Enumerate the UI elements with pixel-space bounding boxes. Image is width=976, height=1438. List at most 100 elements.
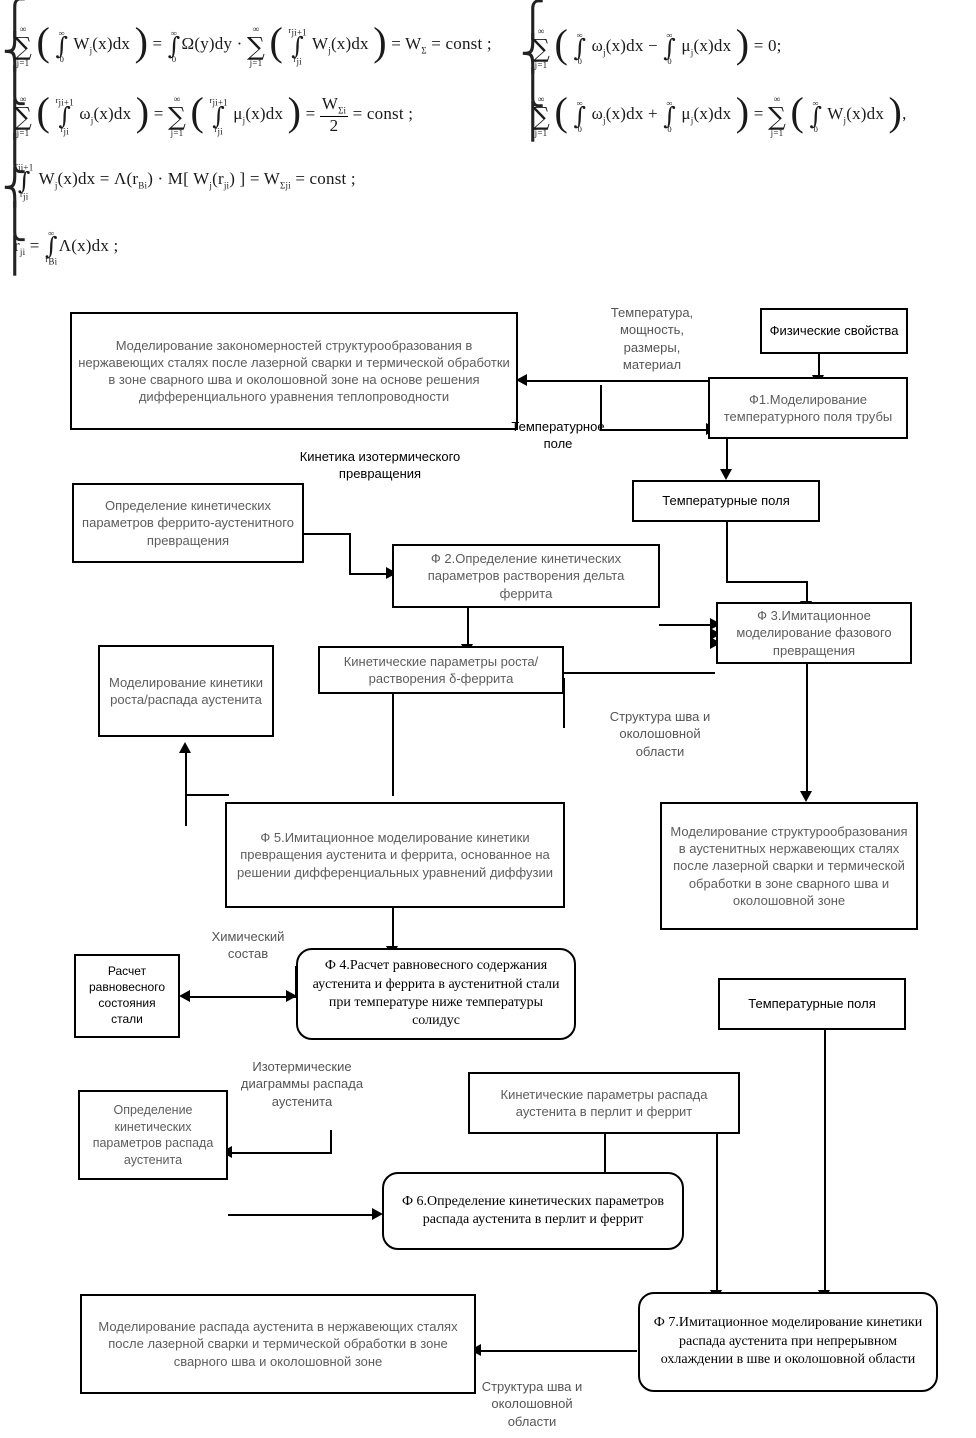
arrow-f2-to-f3 <box>710 618 721 630</box>
f7-continuous-cooling-simulation-box[interactable]: Ф 7.Имитационное моделирование кинетики … <box>638 1292 938 1392</box>
connector-kin-stem <box>392 692 395 796</box>
f6-text: Ф 6.Определение кинетических параметров … <box>401 1193 665 1227</box>
austenitic-struct-text: Моделирование структурообразования в аус… <box>670 824 908 908</box>
temperature-field-label: Температурное поле <box>498 418 618 453</box>
connector-phys-to-f1 <box>818 353 821 377</box>
structure-formation-model-text: Моделирование закономерностей структуроо… <box>78 337 510 405</box>
f2-delta-ferrite-dissolution-box[interactable]: Ф 2.Определение кинетических параметров … <box>392 544 660 608</box>
temperature-fields-2-text: Температурные поля <box>748 996 876 1012</box>
connector-kin-to-f3 <box>563 672 715 675</box>
f1-text: Ф1.Моделирование температурного поля тру… <box>723 391 893 424</box>
f5-text: Ф 5.Имитационное моделирование кинетики … <box>237 830 553 880</box>
weld-structure-label-2: Структура шва и околошовной области <box>466 1378 598 1430</box>
connector-inputs-down <box>600 385 603 431</box>
connector-inputs-right <box>600 429 708 432</box>
steel-equilibrium-calculation-box[interactable]: Расчет равновесного состояния стали <box>74 954 180 1038</box>
arrow-decayparams-to-f6 <box>372 1208 383 1220</box>
austenitic-steel-structure-model-box[interactable]: Моделирование структурообразования в аус… <box>660 802 918 930</box>
chemical-composition-label: Химический состав <box>190 928 306 963</box>
input-parameters-label: Температура, мощность, размеры, материал <box>596 304 708 374</box>
arrow-f3-to-austenitic <box>800 791 812 802</box>
ferrite-austenite-text: Определение кинетических параметров ферр… <box>82 498 294 548</box>
ferrite-austenite-kinetics-box[interactable]: Определение кинетических параметров ферр… <box>72 483 304 563</box>
austenite-decay-params-text: Определение кинетических параметров расп… <box>92 1103 214 1167</box>
connector-fa-down <box>349 533 352 575</box>
temperature-fields-1-text: Температурные поля <box>662 493 790 509</box>
formula-block: ⎧ ⎨ ⎩ ⎪ ⎩ ⎨ ⎩ ⎪ ∞∑j=1 ( ∞∫0 Wj(x)dx ) = … <box>0 0 976 290</box>
connector-f7-to-decaymodel <box>477 1350 637 1353</box>
f2-text: Ф 2.Определение кинетических параметров … <box>427 551 625 601</box>
temperature-fields-box-2[interactable]: Температурные поля <box>718 978 906 1030</box>
weld-structure-2-text: Структура шва и околошовной области <box>481 1379 583 1429</box>
connector-tf2-to-f7 <box>824 1028 827 1292</box>
f4-equilibrium-austenite-ferrite-box[interactable]: Ф 4.Расчет равновесного содержания аусте… <box>296 948 576 1040</box>
connector-f1-to-tempfields1 <box>726 439 729 471</box>
connector-f5-left <box>185 794 229 797</box>
isothermal-diagrams-text: Изотермические диаграммы распада аустени… <box>240 1059 364 1109</box>
connector-tf1-to-f3 <box>806 581 809 603</box>
connector-f5-left-up <box>185 796 188 826</box>
f5-austenite-ferrite-kinetics-simulation-box[interactable]: Ф 5.Имитационное моделирование кинетики … <box>225 802 565 908</box>
right-system-brace: ⎧ ⎨ ⎩ ⎪ <box>520 2 546 141</box>
austenite-decay-model-text: Моделирование распада аустенита в нержав… <box>98 1319 458 1369</box>
arrow-f1-to-struct <box>516 374 527 386</box>
arrow-to-f4 <box>286 990 297 1002</box>
arrow-to-equilibrium <box>179 990 190 1002</box>
connector-isodiag-left <box>228 1152 332 1155</box>
connector-tf1-down <box>726 521 729 583</box>
connector-f1-to-struct <box>525 380 710 383</box>
pearlite-kin-text: Кинетические параметры распада аустенита… <box>500 1086 708 1119</box>
austenite-growth-decay-model-box[interactable]: Моделирование кинетики роста/распада аус… <box>98 645 274 737</box>
isothermal-transformation-kinetics-label: Кинетика изотермического превращения <box>296 448 464 483</box>
connector-f2-to-f3 <box>659 624 715 627</box>
flowchart: Моделирование закономерностей структуроо… <box>0 290 976 1438</box>
physical-properties-box[interactable]: Физические свойства <box>760 308 908 354</box>
f7-text: Ф 7.Имитационное моделирование кинетики … <box>653 1315 923 1368</box>
connector-f2-down <box>467 608 470 646</box>
structure-formation-model-box[interactable]: Моделирование закономерностей структуроо… <box>70 312 518 430</box>
delta-ferrite-kinetic-params-box[interactable]: Кинетические параметры роста/растворения… <box>318 646 564 694</box>
f3-phase-transformation-simulation-box[interactable]: Ф 3.Имитационное моделирование фазового … <box>716 602 912 664</box>
arrow-kin-to-f3 <box>710 628 721 640</box>
f3-text: Ф 3.Имитационное моделирование фазового … <box>736 608 892 658</box>
connector-f5-to-f4 <box>392 908 395 950</box>
chemical-composition-text: Химический состав <box>211 929 285 962</box>
connector-fa-right <box>303 533 351 536</box>
f6-austenite-decay-params-box[interactable]: Ф 6.Определение кинетических параметров … <box>382 1172 684 1250</box>
temperature-field-text: Температурное поле <box>511 419 605 452</box>
connector-pearlite-down <box>716 1114 719 1292</box>
isothermal-kinetics-text: Кинетика изотермического превращения <box>299 449 461 482</box>
weld-structure-1-text: Структура шва и околошовной области <box>609 709 711 759</box>
input-parameters-text: Температура, мощность, размеры, материал <box>610 305 694 373</box>
connector-f4-equilibrium <box>186 996 296 999</box>
isothermal-decay-diagrams-label: Изотермические диаграммы распада аустени… <box>240 1058 364 1110</box>
arrow-f1-to-tempfields1 <box>720 469 732 480</box>
weld-structure-label-1: Структура шва и околошовной области <box>594 708 726 760</box>
austenite-decay-kinetic-params-box[interactable]: Определение кинетических параметров расп… <box>78 1090 228 1180</box>
formula-eq6: ∞∑j=1 ( ∞∫0 ωj(x)dx + ∞∫0 μj(x)dx ) = ∞∑… <box>532 89 907 138</box>
f1-temperature-field-model-box[interactable]: Ф1.Моделирование температурного поля тру… <box>708 377 908 439</box>
formula-eq2: ∞∑j=1 ( rji+1∫rji ωj(x)dx ) = ∞∑j=1 ( rj… <box>14 89 414 138</box>
connector-fa-to-f2 <box>349 573 389 576</box>
formula-eq5: ∞∑j=1 ( ∞∫0 ωj(x)dx − ∞∫0 μj(x)dx ) = 0; <box>532 21 782 70</box>
equilibrium-text: Расчет равновесного состояния стали <box>88 964 166 1026</box>
f4-text: Ф 4.Расчет равновесного содержания аусте… <box>312 958 560 1029</box>
arrow-f5-to-growth <box>179 742 191 753</box>
connector-decayparams-right <box>228 1214 374 1217</box>
arrow-fa-to-f2 <box>386 567 397 579</box>
formula-eq3: rji+1∫rji Wj(x)dx = Λ(rBi) · M[ Wj(rji) … <box>15 160 356 202</box>
temperature-fields-box-1[interactable]: Температурные поля <box>632 480 820 522</box>
physical-properties-text: Физические свойства <box>769 323 899 339</box>
arrow-into-f3-left <box>710 637 721 649</box>
connector-isodiag-down <box>330 1130 333 1154</box>
austenite-decay-model-box[interactable]: Моделирование распада аустенита в нержав… <box>80 1294 476 1394</box>
connector-f3-down <box>806 663 809 793</box>
connector-tf1-right <box>726 581 808 584</box>
austenite-growth-text: Моделирование кинетики роста/распада аус… <box>109 674 263 707</box>
pearlite-ferrite-kinetic-params-box[interactable]: Кинетические параметры распада аустенита… <box>468 1072 740 1134</box>
connector-f6-up <box>604 1126 607 1172</box>
delta-ferrite-kin-text: Кинетические параметры роста/растворения… <box>343 653 539 686</box>
